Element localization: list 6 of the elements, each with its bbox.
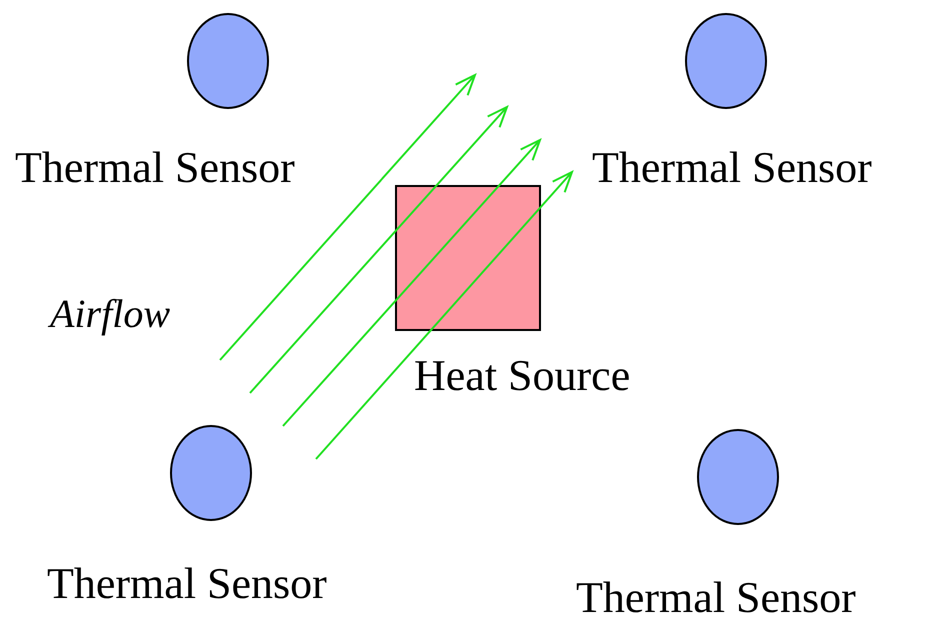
node-label: Thermal Sensor: [576, 574, 856, 620]
node-label: Thermal Sensor: [47, 560, 327, 608]
node-label: Thermal Sensor: [592, 144, 872, 192]
airflow-label: Airflow: [50, 290, 170, 337]
node-label: Thermal Sensor: [15, 144, 295, 192]
node-label: Heat Source: [414, 352, 630, 400]
